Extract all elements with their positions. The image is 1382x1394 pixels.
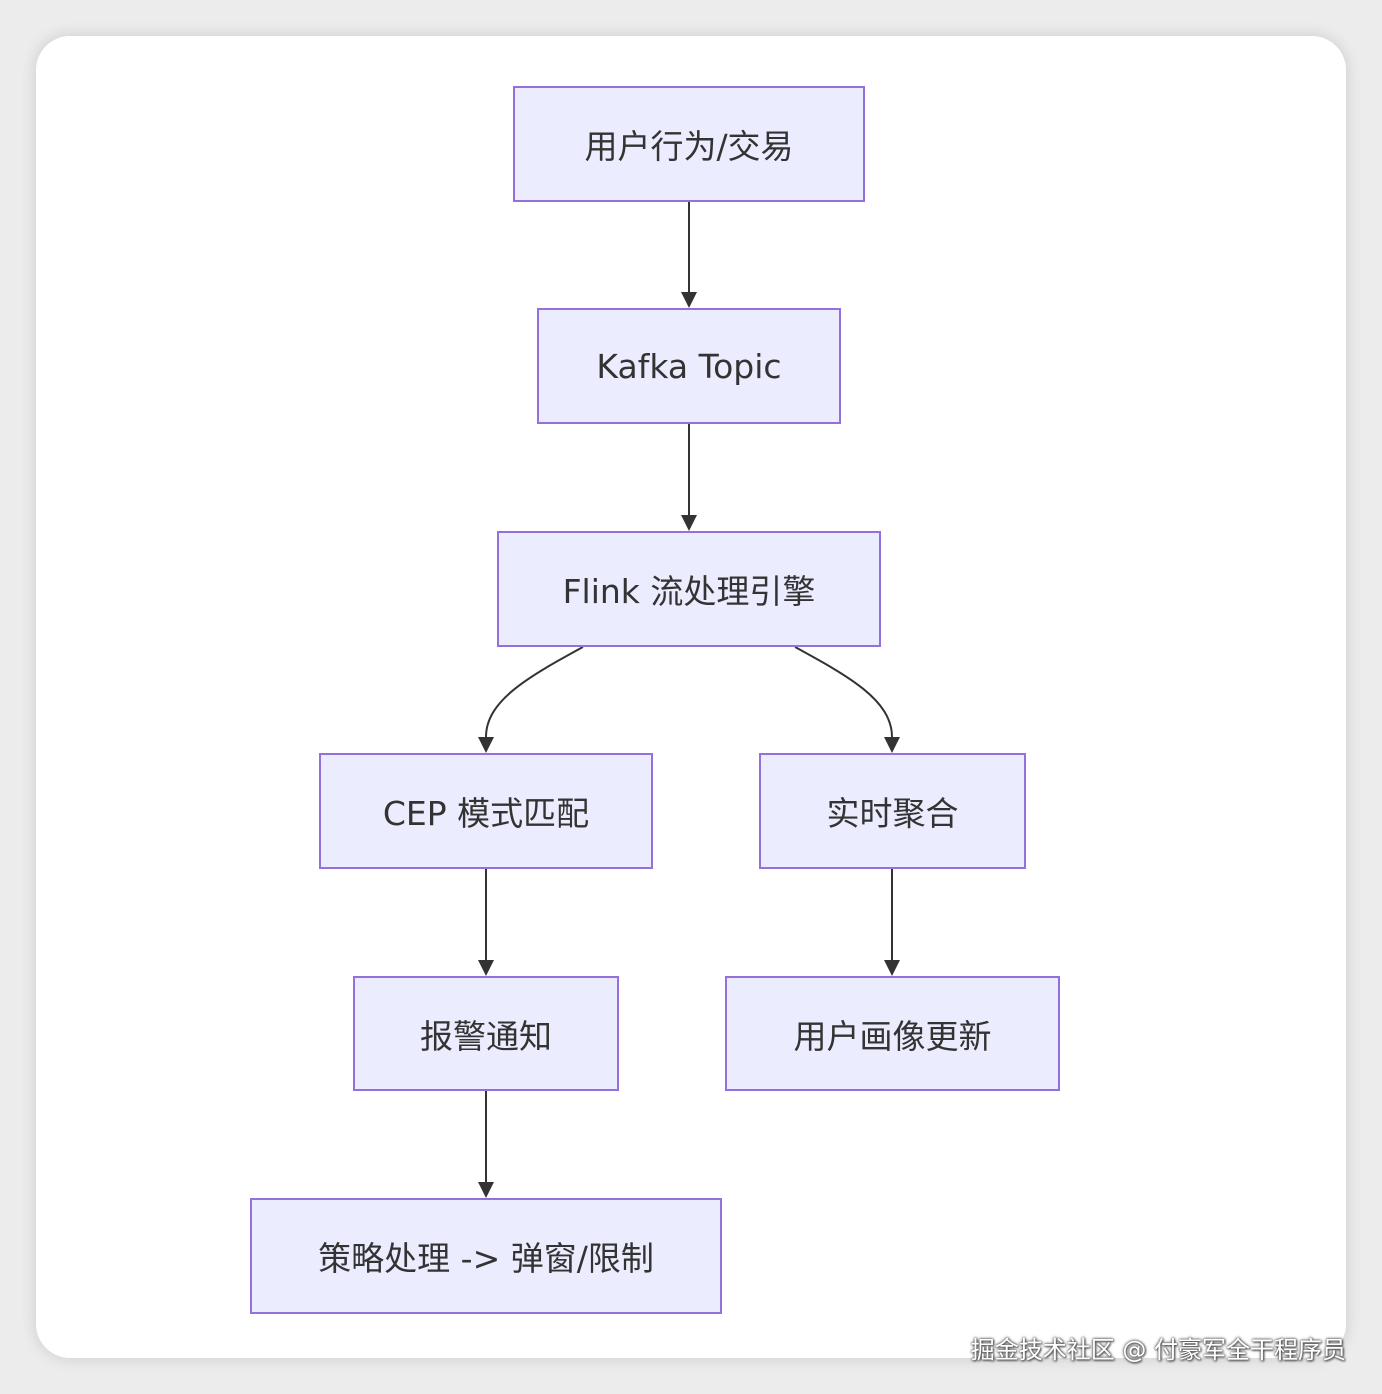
node-label: Flink 流处理引擎: [562, 572, 816, 611]
node-alert-notification: 报警通知: [353, 976, 619, 1091]
arrowhead: [478, 1182, 494, 1198]
node-flink-engine: Flink 流处理引擎: [497, 531, 881, 647]
node-label: 用户画像更新: [793, 1016, 992, 1056]
node-realtime-aggregation: 实时聚合: [759, 753, 1026, 869]
node-label: 实时聚合: [826, 794, 959, 833]
node-label: 策略处理 -> 弹窗/限制: [318, 1239, 654, 1278]
diagram-canvas: [36, 36, 1346, 1358]
arrowhead: [681, 515, 697, 531]
arrowhead: [884, 960, 900, 976]
node-label: Kafka Topic: [596, 346, 782, 386]
node-user-behavior: 用户行为/交易: [513, 86, 865, 202]
node-strategy-handling: 策略处理 -> 弹窗/限制: [250, 1198, 722, 1314]
node-profile-update: 用户画像更新: [725, 976, 1060, 1091]
node-label: 报警通知: [420, 1016, 552, 1056]
edge-flink-to-cep: [485, 646, 584, 738]
arrowhead: [478, 960, 494, 976]
arrowhead: [884, 737, 900, 753]
node-kafka-topic: Kafka Topic: [537, 308, 841, 424]
arrowhead: [478, 737, 494, 753]
node-label: 用户行为/交易: [584, 127, 794, 166]
watermark: 掘金技术社区 @ 付豪军全干程序员: [970, 1336, 1346, 1364]
arrowhead: [681, 292, 697, 308]
node-cep-matching: CEP 模式匹配: [319, 753, 653, 869]
edge-flink-to-realtime-agg: [794, 646, 893, 738]
node-label: CEP 模式匹配: [382, 794, 590, 833]
